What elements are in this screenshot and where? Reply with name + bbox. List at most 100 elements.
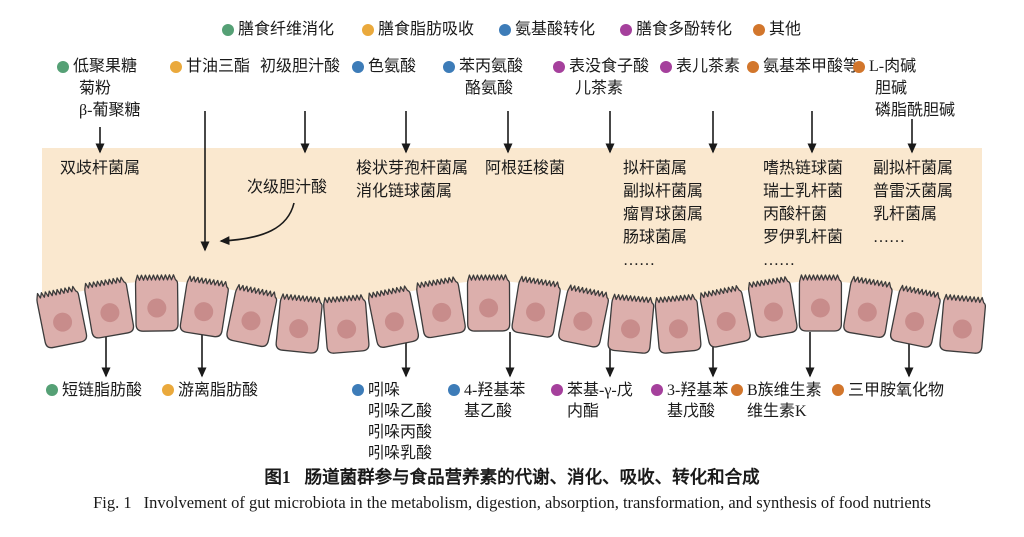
- legend-item: 膳食纤维消化: [222, 21, 334, 39]
- flow-arrow: [219, 202, 295, 246]
- product-label: 4-羟基苯基乙酸: [448, 380, 525, 422]
- purple-category-dot: [651, 384, 663, 396]
- product-label-text: 苯基-γ-戊: [567, 382, 633, 399]
- substrate-label: 表儿茶素: [660, 56, 740, 78]
- bacteria-label-text: 瑞士乳杆菌: [763, 183, 844, 200]
- figure-title-en: Involvement of gut microbiota in the met…: [143, 493, 931, 512]
- bacteria-label-text: 消化链球菌属: [356, 183, 453, 200]
- epithelial-cell: [178, 275, 231, 339]
- substrate-label-text: L-肉碱: [869, 58, 917, 75]
- epithelial-cell: [322, 293, 371, 355]
- epithelial-cell: [274, 293, 324, 355]
- bacteria-label-text: 副拟杆菌属: [873, 160, 954, 177]
- yellow-category-dot: [362, 24, 374, 36]
- epithelial-cell: [366, 284, 421, 350]
- product-label-text: 3-羟基苯: [667, 382, 729, 399]
- bacteria-label-text: 丙酸杆菌: [763, 206, 828, 223]
- product-label-text: 基乙酸: [464, 403, 513, 420]
- bacteria-label: 双歧杆菌属: [60, 157, 140, 180]
- epithelial-cell: [842, 275, 895, 339]
- epithelial-cell: [938, 293, 987, 355]
- product-label: B族维生素维生素K: [731, 380, 822, 422]
- orange-category-dot: [832, 384, 844, 396]
- bacteria-label-text: 乳杆菌属: [873, 206, 938, 223]
- substrate-label: 表没食子酸儿茶素: [553, 56, 649, 100]
- green-category-dot: [57, 61, 69, 73]
- bacteria-label-text: ……: [873, 229, 905, 246]
- epithelial-cell: [746, 275, 799, 339]
- blue-category-dot: [499, 24, 511, 36]
- substrate-label: 甘油三酯: [170, 56, 250, 78]
- product-label-text: 吲哚: [368, 382, 401, 399]
- substrate-label: 初级胆汁酸: [260, 56, 340, 78]
- blue-category-dot: [352, 61, 364, 73]
- product-label-text: 游离脂肪酸: [178, 382, 259, 399]
- substrate-label-text: 初级胆汁酸: [260, 58, 341, 75]
- bacteria-label-text: 罗伊乳杆菌: [763, 229, 844, 246]
- figure-number-en: Fig. 1: [93, 493, 132, 512]
- epithelial-cells: [34, 274, 987, 355]
- green-category-dot: [46, 384, 58, 396]
- product-label: 3-羟基苯基戊酸: [651, 380, 728, 422]
- figure-title-zh: 肠道菌群参与食品营养素的代谢、消化、吸收、转化和合成: [304, 467, 760, 487]
- epithelial-cell: [82, 275, 136, 340]
- epithelial-cell: [556, 284, 611, 349]
- product-label-text: 吲哚乳酸: [368, 445, 433, 462]
- epithelial-cell: [653, 293, 703, 355]
- substrate-label-text: 低聚果糖: [73, 58, 138, 75]
- purple-category-dot: [660, 61, 672, 73]
- blue-category-dot: [352, 384, 364, 396]
- bacteria-label-text: 嗜热链球菌: [763, 160, 844, 177]
- epithelial-cell: [34, 285, 89, 350]
- legend-item-text: 膳食纤维消化: [238, 21, 335, 38]
- bacteria-label: 次级胆汁酸: [247, 176, 327, 199]
- product-label-text: 基戊酸: [667, 403, 716, 420]
- bacteria-label-text: ……: [763, 252, 795, 269]
- bacteria-label-text: 普雷沃菌属: [873, 183, 954, 200]
- epithelial-cell: [798, 274, 843, 332]
- substrate-label: 色氨酸: [352, 56, 416, 78]
- substrate-label-text: β-葡聚糖: [79, 102, 141, 119]
- purple-category-dot: [551, 384, 563, 396]
- product-label-text: B族维生素: [747, 382, 822, 399]
- product-label: 游离脂肪酸: [162, 380, 258, 401]
- substrate-label-text: 色氨酸: [368, 58, 417, 75]
- product-label: 三甲胺氧化物: [832, 380, 944, 401]
- purple-category-dot: [553, 61, 565, 73]
- substrate-label-text: 胆碱: [875, 80, 908, 97]
- product-label-text: 三甲胺氧化物: [848, 382, 945, 399]
- substrate-label-text: 甘油三酯: [186, 58, 251, 75]
- substrate-label-text: 磷脂酰胆碱: [875, 102, 956, 119]
- substrate-label-text: 儿茶素: [575, 80, 624, 97]
- bacteria-label-text: 拟杆菌属: [623, 160, 688, 177]
- legend-item: 膳食脂肪吸收: [362, 21, 474, 39]
- substrate-label-text: 酪氨酸: [465, 80, 514, 97]
- bacteria-label-text: 次级胆汁酸: [247, 179, 328, 196]
- purple-category-dot: [620, 24, 632, 36]
- substrate-label: L-肉碱胆碱磷脂酰胆碱: [853, 56, 955, 122]
- gut-lumen-band: [42, 148, 982, 303]
- epithelial-cell: [414, 275, 467, 340]
- substrate-label-text: 苯丙氨酸: [459, 58, 524, 75]
- bacteria-label-text: 阿根廷梭菌: [485, 160, 566, 177]
- orange-category-dot: [753, 24, 765, 36]
- substrate-label: 氨基苯甲酸等: [747, 56, 859, 78]
- green-category-dot: [222, 24, 234, 36]
- orange-category-dot: [731, 384, 743, 396]
- substrate-label-text: 表儿茶素: [676, 58, 741, 75]
- product-label-text: 短链脂肪酸: [62, 382, 143, 399]
- legend-item: 氨基酸转化: [499, 21, 595, 39]
- epithelial-cell: [510, 275, 563, 339]
- product-label-text: 吲哚丙酸: [368, 424, 433, 441]
- figure-caption-en: Fig. 1 Involvement of gut microbiota in t…: [0, 493, 1024, 513]
- bacteria-label-text: 双歧杆菌属: [60, 160, 141, 177]
- product-label-text: 吲哚乙酸: [368, 403, 433, 420]
- figure-number-zh: 图1: [264, 467, 291, 487]
- blue-category-dot: [448, 384, 460, 396]
- bacteria-label: 副拟杆菌属普雷沃菌属乳杆菌属 ……: [873, 157, 953, 249]
- orange-category-dot: [853, 61, 865, 73]
- product-label-text: 内酯: [567, 403, 600, 420]
- bacteria-label-text: 副拟杆菌属: [623, 183, 704, 200]
